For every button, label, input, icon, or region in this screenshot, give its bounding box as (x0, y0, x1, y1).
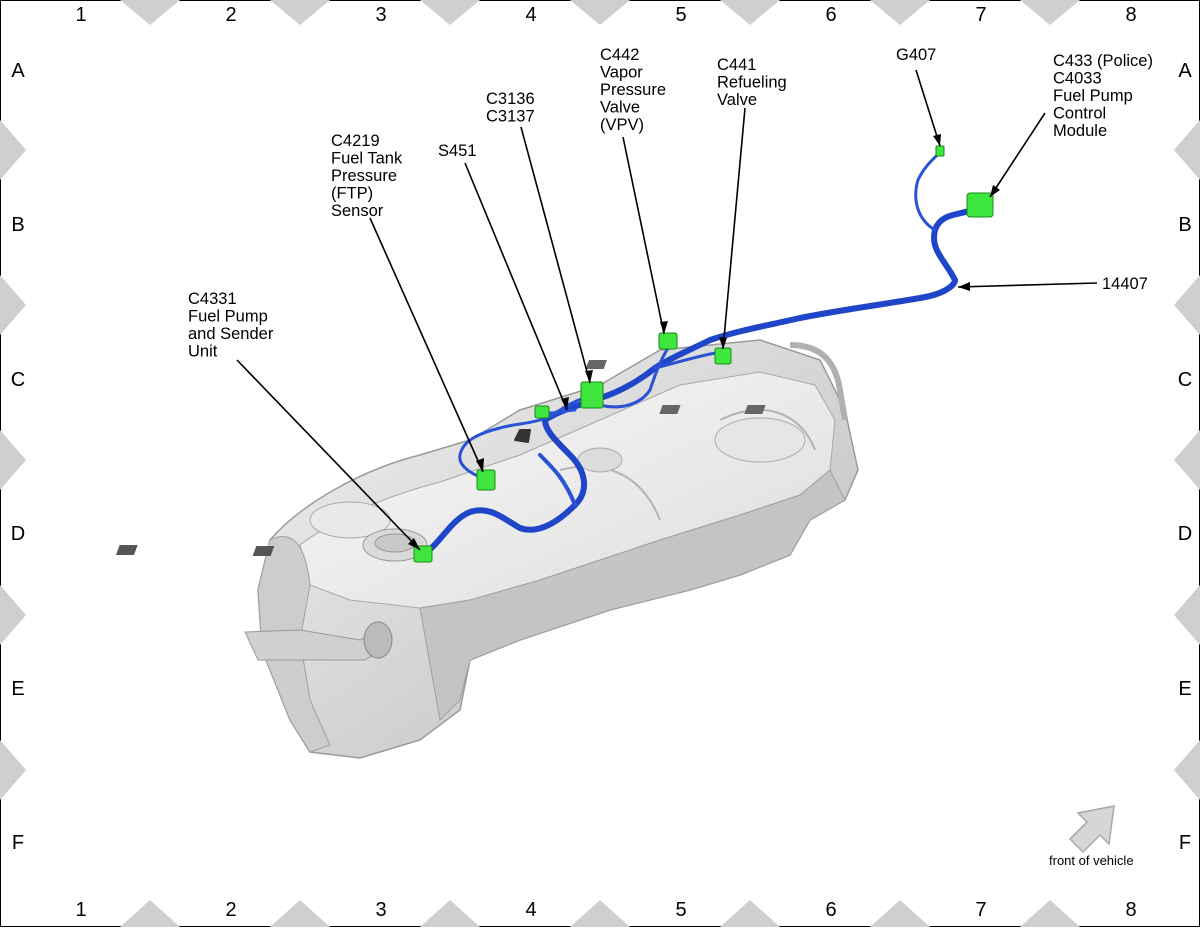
grid-row-a-left: A (11, 60, 25, 82)
grid-row-d-left: D (11, 523, 25, 545)
callout-labels: C4331 Fuel Pump and Sender Unit C4219 Fu… (188, 46, 1158, 361)
grid-row-e-right: E (1178, 678, 1191, 700)
callout-s451: S451 (438, 142, 477, 160)
grid-row-f-left: F (12, 832, 24, 854)
grid-row-a-right: A (1178, 60, 1192, 82)
front-of-vehicle-indicator: front of vehicle (1049, 805, 1134, 868)
grid-row-b-left: B (11, 214, 24, 236)
grid-col-4-top: 4 (525, 4, 536, 26)
connector-c4219 (476, 469, 496, 491)
callout-14407: 14407 (1102, 275, 1148, 293)
callout-c442: C442 Vapor Pressure Valve (VPV) (600, 46, 671, 134)
grid-col-3-top: 3 (375, 4, 386, 26)
arrow-up-right-icon (1068, 805, 1115, 854)
grid-column-labels-bottom: 1 2 3 4 5 6 7 8 (75, 899, 1136, 921)
callout-c4331: C4331 Fuel Pump and Sender Unit (188, 290, 278, 361)
connector-g407 (935, 145, 945, 157)
grid-col-7-bottom: 7 (975, 899, 986, 921)
callout-c433-c4033: C433 (Police) C4033 Fuel Pump Control Mo… (1053, 52, 1158, 140)
grid-row-e-left: E (11, 678, 24, 700)
leader-arrowheads (408, 134, 1000, 550)
connector-c442 (658, 332, 678, 350)
callout-c441: C441 Refueling Valve (717, 56, 791, 109)
connector-s451 (534, 405, 550, 419)
grid-row-c-left: C (11, 369, 25, 391)
grid-row-b-right: B (1178, 214, 1191, 236)
grid-row-labels-right: A B C D E F (1178, 60, 1193, 854)
grid-row-c-right: C (1178, 369, 1192, 391)
grid-col-4-bottom: 4 (525, 899, 536, 921)
callout-c3136-c3137: C3136 C3137 (486, 90, 539, 126)
leader-lines (236, 69, 1098, 551)
grid-col-5-top: 5 (675, 4, 686, 26)
front-of-vehicle-label: front of vehicle (1049, 853, 1134, 868)
connectors (413, 145, 994, 563)
connector-c433 (966, 192, 994, 218)
grid-col-7-top: 7 (975, 4, 986, 26)
grid-row-labels-left: A B C D E F (11, 60, 26, 854)
grid-column-labels-top: 1 2 3 4 5 6 7 8 (75, 4, 1136, 26)
grid-col-1-bottom: 1 (75, 899, 86, 921)
grid-col-1-top: 1 (75, 4, 86, 26)
grid-col-6-bottom: 6 (825, 899, 836, 921)
grid-col-6-top: 6 (825, 4, 836, 26)
grid-row-d-right: D (1178, 523, 1192, 545)
connector-c441 (714, 347, 732, 365)
grid-col-5-bottom: 5 (675, 899, 686, 921)
grid-col-3-bottom: 3 (375, 899, 386, 921)
fuel-tank (115, 339, 859, 759)
grid-row-f-right: F (1179, 832, 1191, 854)
grid-col-2-top: 2 (225, 4, 236, 26)
grid-col-8-bottom: 8 (1125, 899, 1136, 921)
grid-col-8-top: 8 (1125, 4, 1136, 26)
callout-g407: G407 (896, 46, 936, 64)
grid-col-2-bottom: 2 (225, 899, 236, 921)
connector-c4331 (413, 545, 433, 563)
connector-c3136 (580, 381, 604, 409)
callout-c4219: C4219 Fuel Tank Pressure (FTP) Sensor (331, 132, 407, 220)
